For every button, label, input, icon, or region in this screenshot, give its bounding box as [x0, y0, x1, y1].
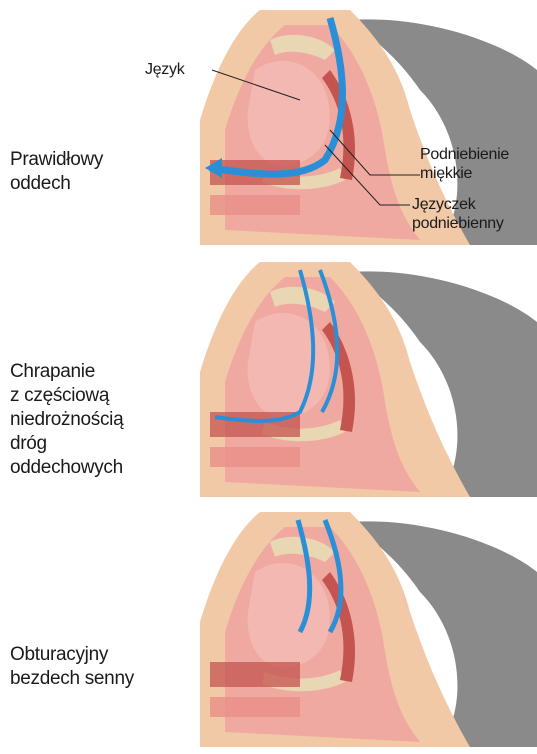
callout-uvula: Języczek podniebienny	[412, 195, 504, 233]
callout-tongue: Język	[145, 60, 184, 79]
panel-label-sleep-apnea: Obturacyjny bezdech senny	[10, 643, 134, 691]
panel-label-normal-breathing: Prawidłowy oddech	[10, 148, 103, 196]
panel-label-snoring: Chrapanie z częściową niedrożnością dróg…	[10, 360, 123, 480]
panel-sleep-apnea	[200, 512, 537, 747]
panel-snoring	[200, 262, 537, 497]
callout-soft-palate: Podniebienie miękkie	[420, 145, 509, 183]
